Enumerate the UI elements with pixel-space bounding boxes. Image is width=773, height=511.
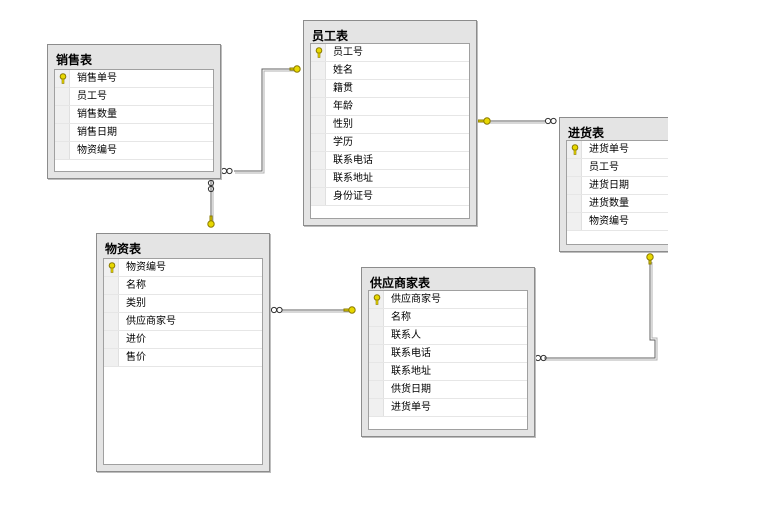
column-row[interactable]: 身份证号: [311, 188, 469, 206]
column-row[interactable]: 进货单号: [369, 399, 527, 417]
column-row[interactable]: 类别: [104, 295, 262, 313]
column-row[interactable]: 进货日期: [567, 177, 753, 195]
key-icon: [571, 144, 579, 155]
column-row[interactable]: 物资编号: [567, 213, 753, 231]
key-icon: [108, 262, 116, 273]
column-row[interactable]: 销售日期: [55, 124, 213, 142]
column-name: 员工号: [77, 91, 107, 102]
table-title: 供应商家表: [370, 276, 431, 290]
table-title: 物资表: [105, 242, 142, 256]
key-icon: [373, 294, 381, 305]
column-name: 员工号: [333, 47, 363, 58]
column-row[interactable]: 联系地址: [369, 363, 527, 381]
column-row[interactable]: 供应商家号: [369, 291, 527, 309]
column-name: 名称: [126, 280, 146, 291]
key-icon: [59, 73, 67, 84]
column-name: 进价: [126, 334, 146, 345]
column-row[interactable]: 售价: [104, 349, 262, 367]
column-row[interactable]: 员工号: [311, 44, 469, 62]
column-name: 学历: [333, 137, 353, 148]
column-name: 员工号: [589, 162, 619, 173]
column-row[interactable]: 员工号: [55, 88, 213, 106]
column-name: 籍贯: [333, 83, 353, 94]
column-name: 类别: [126, 298, 146, 309]
table-material[interactable]: 物资表 物资编号 名称 类别 供应商家号 进价 售价: [96, 233, 270, 472]
column-name: 身份证号: [333, 191, 373, 202]
column-row[interactable]: 名称: [369, 309, 527, 327]
column-row[interactable]: 学历: [311, 134, 469, 152]
viewport-clip: [668, 0, 773, 511]
column-name: 性别: [333, 119, 353, 130]
table-employee[interactable]: 员工表 员工号 姓名 籍贯 年龄 性别 学历 联系电话 联系地址 身份证号: [303, 20, 477, 226]
column-name: 供应商家号: [391, 294, 441, 305]
relationship-line-sales-employee[interactable]: [234, 68, 296, 172]
column-list: 员工号 姓名 籍贯 年龄 性别 学历 联系电话 联系地址 身份证号: [310, 43, 470, 219]
column-name: 年龄: [333, 101, 353, 112]
column-name: 销售数量: [77, 109, 117, 120]
column-name: 联系地址: [391, 366, 431, 377]
column-name: 售价: [126, 352, 146, 363]
column-row[interactable]: 物资编号: [55, 142, 213, 160]
column-row[interactable]: 性别: [311, 116, 469, 134]
column-name: 销售单号: [77, 73, 117, 84]
column-name: 进货数量: [589, 198, 629, 209]
column-row[interactable]: 供货日期: [369, 381, 527, 399]
column-row[interactable]: 姓名: [311, 62, 469, 80]
column-name: 供货日期: [391, 384, 431, 395]
relationship-line-supplier-purchase[interactable]: [544, 262, 656, 359]
column-row[interactable]: 籍贯: [311, 80, 469, 98]
column-row[interactable]: 联系地址: [311, 170, 469, 188]
column-row[interactable]: 进货单号: [567, 141, 753, 159]
column-name: 联系电话: [391, 348, 431, 359]
column-row[interactable]: 联系电话: [369, 345, 527, 363]
column-name: 姓名: [333, 65, 353, 76]
column-name: 名称: [391, 312, 411, 323]
column-list: 供应商家号 名称 联系人 联系电话 联系地址 供货日期 进货单号: [368, 290, 528, 430]
column-row[interactable]: 销售数量: [55, 106, 213, 124]
table-title: 销售表: [56, 53, 93, 67]
column-row[interactable]: 进价: [104, 331, 262, 349]
key-icon: [315, 47, 323, 58]
column-row[interactable]: 年龄: [311, 98, 469, 116]
column-row[interactable]: 员工号: [567, 159, 753, 177]
column-name: 物资编号: [589, 216, 629, 227]
column-name: 供应商家号: [126, 316, 176, 327]
column-name: 联系地址: [333, 173, 373, 184]
column-row[interactable]: 名称: [104, 277, 262, 295]
table-title: 员工表: [312, 29, 349, 43]
column-row[interactable]: 供应商家号: [104, 313, 262, 331]
column-name: 进货单号: [589, 144, 629, 155]
infinity-icon: [207, 117, 557, 362]
table-supplier[interactable]: 供应商家表 供应商家号 名称 联系人 联系电话 联系地址 供货日期 进货单号: [361, 267, 535, 437]
key-endpoint-icon: [207, 65, 654, 314]
column-name: 物资编号: [77, 145, 117, 156]
column-row[interactable]: 销售单号: [55, 70, 213, 88]
column-list: 销售单号 员工号 销售数量 销售日期 物资编号: [54, 69, 214, 172]
column-name: 进货日期: [589, 180, 629, 191]
column-name: 联系电话: [333, 155, 373, 166]
column-name: 销售日期: [77, 127, 117, 138]
column-row[interactable]: 物资编号: [104, 259, 262, 277]
table-title: 进货表: [568, 126, 605, 140]
column-row[interactable]: 联系电话: [311, 152, 469, 170]
column-name: 联系人: [391, 330, 421, 341]
column-row[interactable]: 进货数量: [567, 195, 753, 213]
column-name: 进货单号: [391, 402, 431, 413]
column-row[interactable]: 联系人: [369, 327, 527, 345]
column-list: 物资编号 名称 类别 供应商家号 进价 售价: [103, 258, 263, 465]
table-sales[interactable]: 销售表 销售单号 员工号 销售数量 销售日期 物资编号: [47, 44, 221, 179]
column-name: 物资编号: [126, 262, 166, 273]
